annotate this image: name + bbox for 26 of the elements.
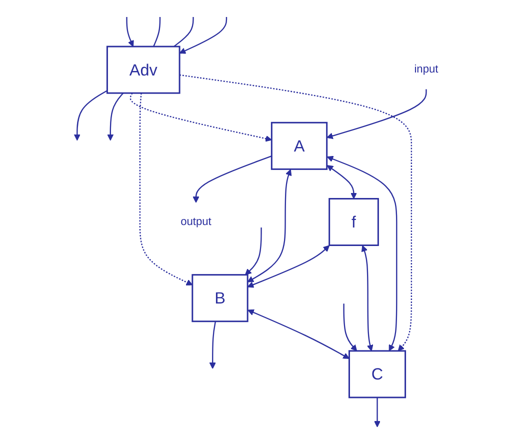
- text-label: output: [180, 215, 212, 228]
- arrow: [361, 245, 374, 352]
- arrow: [326, 89, 427, 140]
- arrow: [192, 156, 272, 203]
- arrow: [248, 309, 350, 359]
- process-box: B: [192, 274, 248, 322]
- arrow: [244, 228, 262, 276]
- arrow: [74, 90, 108, 141]
- arrow: [130, 92, 272, 142]
- arrow: [247, 245, 330, 288]
- arrow: [343, 304, 358, 352]
- arrow: [139, 93, 193, 286]
- arrow: [374, 397, 381, 428]
- process-box: A: [270, 122, 328, 170]
- arrow: [179, 74, 412, 352]
- arrow: [326, 156, 398, 352]
- arrow: [247, 169, 292, 282]
- arrow: [126, 17, 134, 47]
- arrow: [326, 165, 358, 200]
- text-label: input: [414, 62, 438, 76]
- process-box: Adv: [106, 46, 180, 94]
- process-box: C: [348, 350, 406, 398]
- arrow: [179, 17, 228, 54]
- process-box: f: [328, 198, 379, 246]
- arrow: [209, 321, 216, 369]
- arrow: [107, 92, 124, 141]
